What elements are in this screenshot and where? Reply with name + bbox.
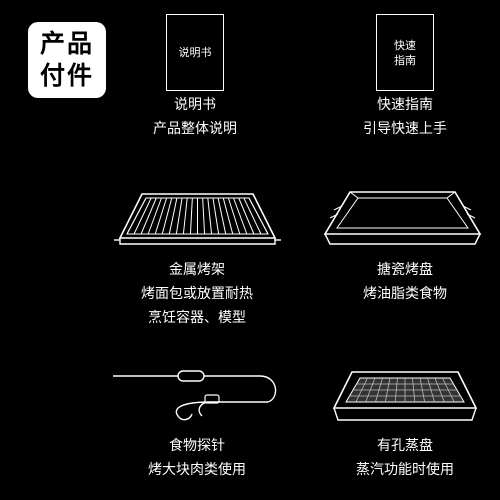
item-title: 说明书 <box>174 97 216 113</box>
item-desc-2: 烹饪容器、模型 <box>148 310 246 326</box>
food-probe-icon <box>113 370 277 421</box>
item-desc: 产品整体说明 <box>153 121 237 137</box>
enamel-tray-icon <box>323 191 482 245</box>
item-desc: 烤大块肉类使用 <box>148 462 246 478</box>
manual-booklet-icon: 说明书 <box>166 14 224 91</box>
badge-line-1: 产品 <box>39 29 94 58</box>
item-quick-guide: 快速指南 引导快速上手 <box>295 93 500 141</box>
guide-cover-text-2: 指南 <box>394 53 416 67</box>
item-title: 食物探针 <box>169 438 225 454</box>
wire-rack-icon <box>114 193 281 245</box>
item-desc: 烤油脂类食物 <box>363 286 447 302</box>
item-desc: 引导快速上手 <box>363 121 447 137</box>
item-title: 搪瓷烤盘 <box>377 262 433 278</box>
item-title: 有孔蒸盘 <box>377 438 433 454</box>
guide-cover-text-1: 快速 <box>394 38 416 52</box>
manual-cover-text: 说明书 <box>178 46 212 59</box>
perforated-steam-tray-icon <box>332 371 478 421</box>
item-title: 金属烤架 <box>169 262 225 278</box>
badge-line-2: 付件 <box>39 61 94 90</box>
item-wire-rack: 金属烤架 烤面包或放置耐热 烹饪容器、模型 <box>87 258 307 330</box>
item-title: 快速指南 <box>377 97 433 113</box>
item-desc-1: 烤面包或放置耐热 <box>141 286 253 302</box>
item-enamel-tray: 搪瓷烤盘 烤油脂类食物 <box>295 258 500 306</box>
product-accessories-badge: 产品 付件 <box>28 22 106 98</box>
item-manual: 说明书 产品整体说明 <box>85 93 305 141</box>
item-desc: 蒸汽功能时使用 <box>356 462 454 478</box>
item-steam-tray: 有孔蒸盘 蒸汽功能时使用 <box>295 434 500 482</box>
quick-guide-booklet-icon: 快速 指南 <box>376 14 434 91</box>
item-food-probe: 食物探针 烤大块肉类使用 <box>87 434 307 482</box>
